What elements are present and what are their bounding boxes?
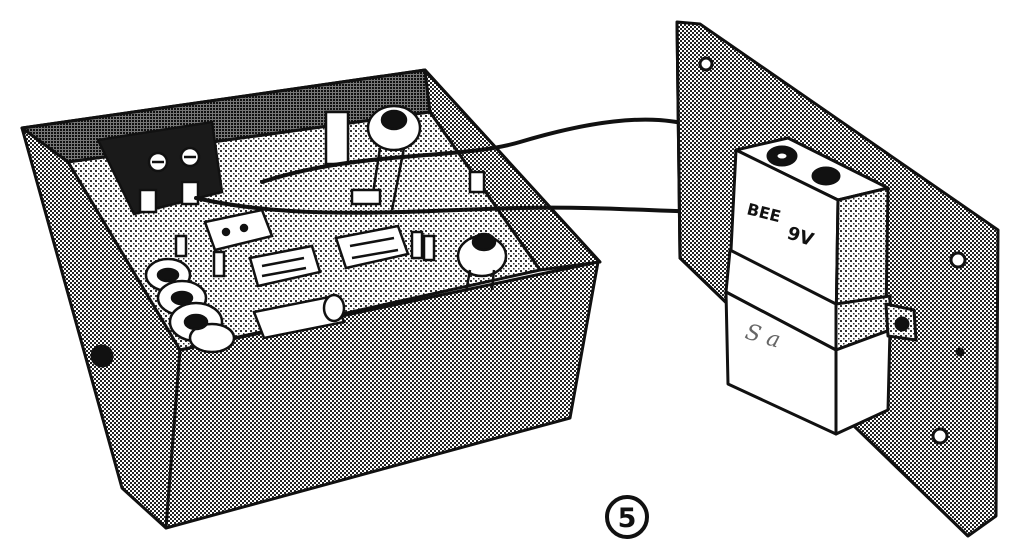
integrated-circuit-3 xyxy=(334,224,410,270)
capacitor-lying xyxy=(252,293,346,340)
small-component xyxy=(410,230,424,260)
small-component xyxy=(468,170,486,194)
panel-hole xyxy=(955,347,965,357)
trimmer-pot-top xyxy=(366,104,422,211)
panel-hole xyxy=(698,56,714,72)
small-component xyxy=(212,250,226,278)
capacitor-upright xyxy=(324,110,350,166)
small-component xyxy=(350,188,382,206)
small-component xyxy=(174,234,188,258)
figure-number-badge: 5 xyxy=(605,495,649,539)
box-screw xyxy=(90,344,114,368)
box-front-wall xyxy=(164,260,600,530)
circuit-components xyxy=(96,104,508,354)
toroid-coil-group xyxy=(144,257,236,354)
panel-hole xyxy=(949,251,967,269)
integrated-circuit-2 xyxy=(248,244,322,288)
battery-clip xyxy=(724,248,918,436)
trimmer-pot-right xyxy=(456,232,508,293)
integrated-circuit-1 xyxy=(203,208,274,252)
figure-number: 5 xyxy=(618,503,637,534)
small-component xyxy=(422,234,436,262)
terminal-block xyxy=(96,120,224,216)
panel-hole xyxy=(931,427,949,445)
